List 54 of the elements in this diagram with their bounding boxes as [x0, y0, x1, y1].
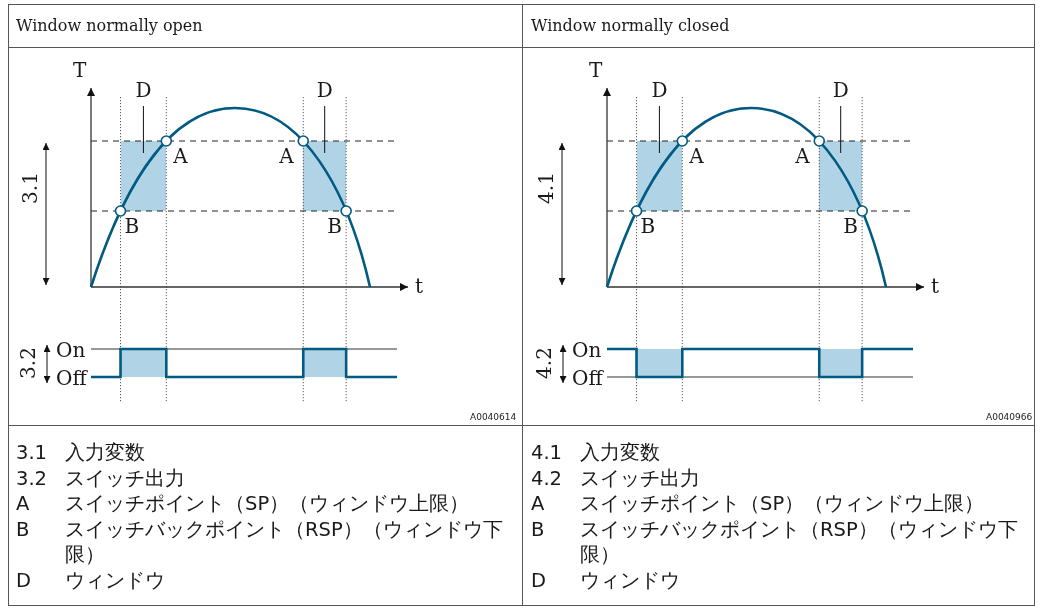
level-label: Off	[56, 368, 87, 388]
legend-key: A	[531, 491, 580, 517]
legend-text: スイッチポイント（SP）（ウィンドウ上限）	[65, 491, 471, 517]
leader-line	[142, 105, 144, 154]
legend-key: B	[16, 516, 65, 568]
point-label: A	[279, 146, 294, 166]
legend-key: 4.1	[531, 440, 580, 466]
legend-key: 3.1	[16, 440, 65, 466]
column-header: Window normally open	[16, 18, 203, 34]
point-label: A	[173, 146, 188, 166]
point-label: A	[795, 146, 810, 166]
dimension-label: 4.2	[534, 347, 554, 379]
legend-text: 入力変数	[65, 440, 146, 466]
window-label: D	[651, 80, 668, 100]
legend-text: 入力変数	[580, 440, 661, 466]
point-label: B	[640, 216, 656, 236]
figure-code: A0040966	[986, 413, 1033, 422]
point-label: B	[124, 216, 140, 236]
axis-label: T	[73, 60, 87, 80]
level-label: Off	[572, 368, 603, 388]
legend-key: 4.2	[531, 465, 580, 491]
legend-text: スイッチ出力	[580, 465, 701, 491]
leader-line	[658, 105, 660, 154]
axis-label: t	[931, 276, 940, 296]
legend-key: B	[531, 516, 580, 568]
dimension-label: 3.2	[18, 347, 38, 379]
point-label: B	[843, 216, 858, 236]
level-label: On	[56, 340, 86, 360]
legend-key: D	[16, 567, 65, 593]
leader-line	[840, 105, 842, 154]
figure-code: A0040614	[470, 413, 517, 422]
dimension-label: 4.1	[536, 172, 556, 204]
legend-text: スイッチ出力	[65, 465, 186, 491]
legend-key: D	[531, 567, 580, 593]
legend-key: 3.2	[16, 465, 65, 491]
point-label: B	[327, 216, 342, 236]
window-label: D	[316, 80, 333, 100]
leader-line	[324, 105, 326, 154]
window-area	[120, 141, 167, 211]
legend-text: ウィンドウ	[580, 567, 681, 593]
legend-text: スイッチポイント（SP）（ウィンドウ上限）	[580, 491, 986, 517]
axis-label: t	[415, 276, 424, 296]
axis-label: T	[589, 60, 603, 80]
dimension-label: 3.1	[20, 172, 40, 204]
point-label: A	[689, 146, 704, 166]
level-label: On	[572, 340, 602, 360]
window-label: D	[832, 80, 849, 100]
window-area	[636, 141, 683, 211]
legend-text: ウィンドウ	[65, 567, 166, 593]
legend-text: スイッチバックポイント（RSP）（ウィンドウ下限）	[580, 516, 1019, 568]
legend-text: スイッチバックポイント（RSP）（ウィンドウ下限）	[65, 516, 504, 568]
legend-key: A	[16, 491, 65, 517]
window-label: D	[135, 80, 152, 100]
column-header: Window normally closed	[531, 18, 730, 34]
